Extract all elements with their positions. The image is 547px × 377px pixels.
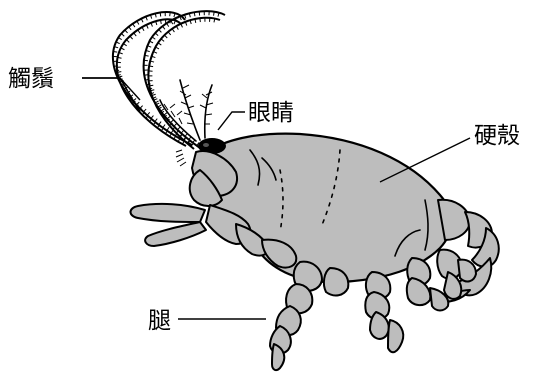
antenna-bristle — [126, 40, 129, 43]
antenna-bristle — [161, 20, 162, 24]
antenna-bristle — [159, 122, 161, 125]
antenna-bristle — [133, 24, 135, 27]
antenna-bristle — [155, 119, 157, 122]
antenna-bristle — [155, 33, 158, 36]
antenna-bristle — [141, 19, 143, 23]
antenna-bristle — [130, 36, 133, 39]
antenna-bristle — [158, 105, 161, 107]
antenna-bristle — [164, 113, 167, 116]
antenna-bristle — [163, 124, 165, 127]
antenna-bristle — [161, 109, 164, 111]
antenna-bristle — [176, 26, 178, 29]
antenna-bristle — [138, 30, 140, 33]
label-leg: 腿 — [148, 308, 171, 334]
antenna-bristle — [149, 66, 153, 67]
antenna-bristle — [142, 27, 144, 30]
antenna-bristle — [129, 27, 131, 30]
antenna-bristle — [158, 43, 161, 45]
antenna-bristle — [140, 106, 143, 109]
antenna-bristle — [123, 44, 126, 46]
antenna-bristle — [144, 75, 148, 76]
antenna-bristle — [143, 109, 146, 112]
antenna-bristle — [119, 53, 123, 54]
antenna-bristle — [164, 35, 167, 38]
antenna-bristle — [161, 39, 164, 42]
antenna-bristle — [146, 17, 148, 21]
front-claw — [131, 204, 206, 222]
antenna-bristle — [149, 85, 153, 86]
antenna-bristle — [152, 37, 155, 39]
antenna-bristle — [154, 99, 158, 101]
antenna-bristle — [160, 13, 161, 17]
antenna-bristle — [137, 21, 139, 24]
antenna-bristle — [162, 26, 164, 29]
antenna-bristle — [147, 112, 150, 115]
antenna-bristle — [167, 116, 170, 119]
antenna-bristle — [194, 12, 195, 16]
antenna-bristle — [121, 34, 124, 37]
label-antennae: 觸鬚 — [8, 66, 54, 92]
label-eye: 眼睛 — [248, 100, 294, 126]
antenna-bristle — [136, 102, 139, 105]
antennae-leader-2 — [82, 78, 140, 112]
eye-leader — [218, 112, 245, 130]
antenna-bristle — [214, 12, 215, 16]
antenna-bristle — [171, 21, 173, 25]
antennae-group — [113, 11, 225, 149]
antenna-bristle — [113, 52, 117, 53]
antenna-bristle — [125, 30, 128, 33]
antenna-bristle — [134, 33, 136, 36]
label-shell: 硬殼 — [474, 123, 520, 149]
antenna-bristles — [113, 11, 219, 146]
antenna-bristle — [167, 23, 169, 26]
antenna-bristle — [174, 20, 175, 24]
antenna-bristle — [167, 127, 169, 130]
antenna-bristle — [168, 32, 171, 35]
antenna-bristle — [117, 72, 121, 73]
antenna-bristle — [151, 23, 152, 27]
antenna-bristle — [171, 130, 173, 133]
antenna-bristle — [159, 29, 162, 32]
antenna-bristle — [172, 29, 174, 32]
antenna-bristle — [151, 116, 154, 119]
